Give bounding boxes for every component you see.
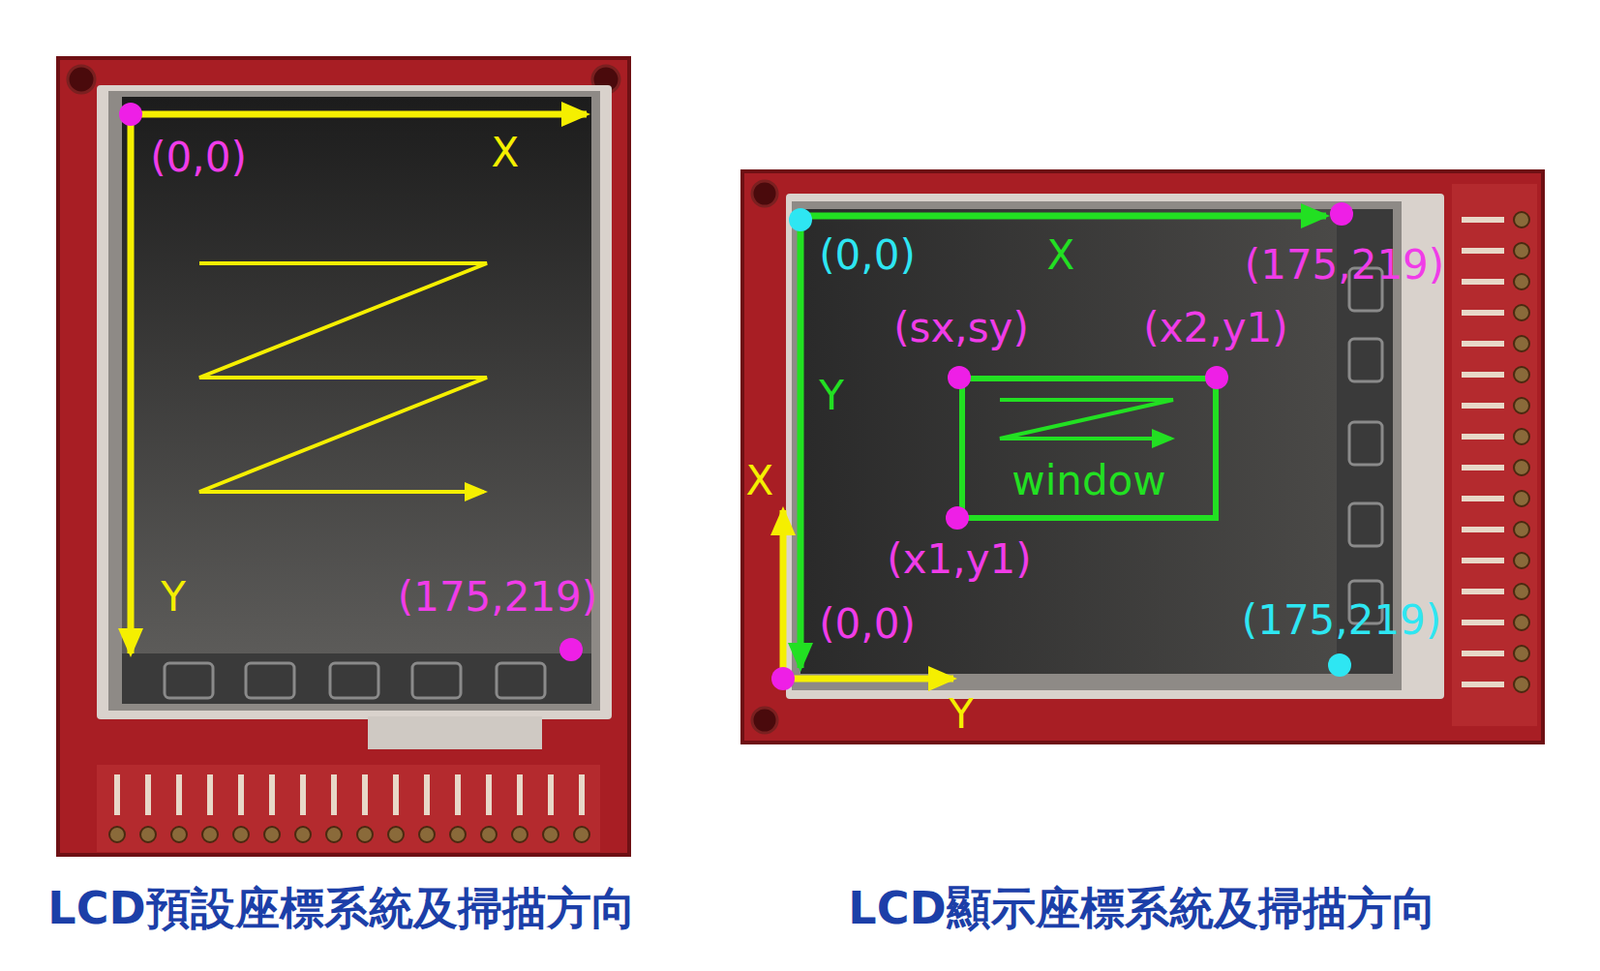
coordinate-label: (sx,sy) [893, 307, 1029, 349]
lcd-board-portrait [58, 58, 630, 855]
axis-label: X [1047, 235, 1076, 276]
axis-label: Y [160, 576, 186, 618]
default-axes [130, 114, 587, 654]
axis-label: Y [948, 694, 974, 735]
window-label: window [1011, 460, 1166, 502]
coordinate-label: (x2,y1) [1143, 307, 1288, 349]
axis-label: Y [818, 375, 845, 417]
coordinate-label: (x1,y1) [886, 539, 1031, 580]
figure-caption: LCD顯示座標系統及掃描方向 [847, 885, 1436, 931]
lcd-board-landscape [742, 171, 1543, 743]
axis-label: X [746, 460, 775, 502]
coordinate-label: (175,219) [1241, 600, 1442, 641]
coordinate-label: (175,219) [397, 576, 598, 618]
coordinate-label: (0,0) [818, 235, 916, 276]
coordinate-label: (0,0) [150, 137, 247, 179]
window-box: window [959, 375, 1219, 521]
coordinate-label: (0,0) [818, 603, 916, 645]
axis-label: X [491, 132, 520, 174]
magenta-dots [119, 102, 1354, 691]
figure-caption: LCD預設座標系統及掃描方向 [47, 885, 635, 931]
coordinate-label: (175,219) [1244, 244, 1445, 286]
